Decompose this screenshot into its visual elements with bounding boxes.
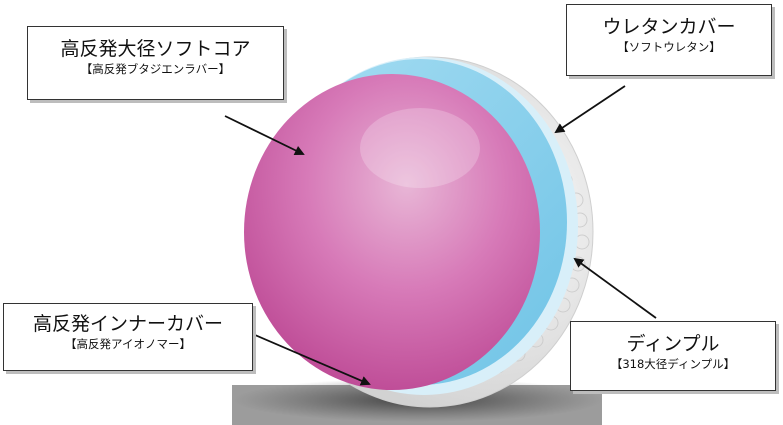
label-inner-title: 高反発インナーカバー bbox=[4, 312, 252, 336]
label-core: 高反発大径ソフトコア 【高反発ブタジエンラバー】 bbox=[27, 26, 284, 100]
core-highlight bbox=[360, 108, 480, 188]
label-urethane-title: ウレタンカバー bbox=[567, 15, 771, 39]
label-core-title: 高反発大径ソフトコア bbox=[28, 37, 283, 61]
label-inner: 高反発インナーカバー 【高反発アイオノマー】 bbox=[3, 303, 253, 371]
arrow-urethane bbox=[556, 86, 625, 132]
label-dimple-title: ディンプル bbox=[571, 332, 775, 356]
label-inner-sub: 【高反発アイオノマー】 bbox=[4, 336, 252, 352]
label-urethane-sub: 【ソフトウレタン】 bbox=[567, 39, 771, 55]
label-urethane: ウレタンカバー 【ソフトウレタン】 bbox=[566, 4, 772, 76]
label-dimple-sub: 【318大径ディンプル】 bbox=[571, 356, 775, 372]
arrow-dimple bbox=[575, 259, 656, 318]
label-dimple: ディンプル 【318大径ディンプル】 bbox=[570, 321, 776, 391]
label-core-sub: 【高反発ブタジエンラバー】 bbox=[28, 61, 283, 77]
